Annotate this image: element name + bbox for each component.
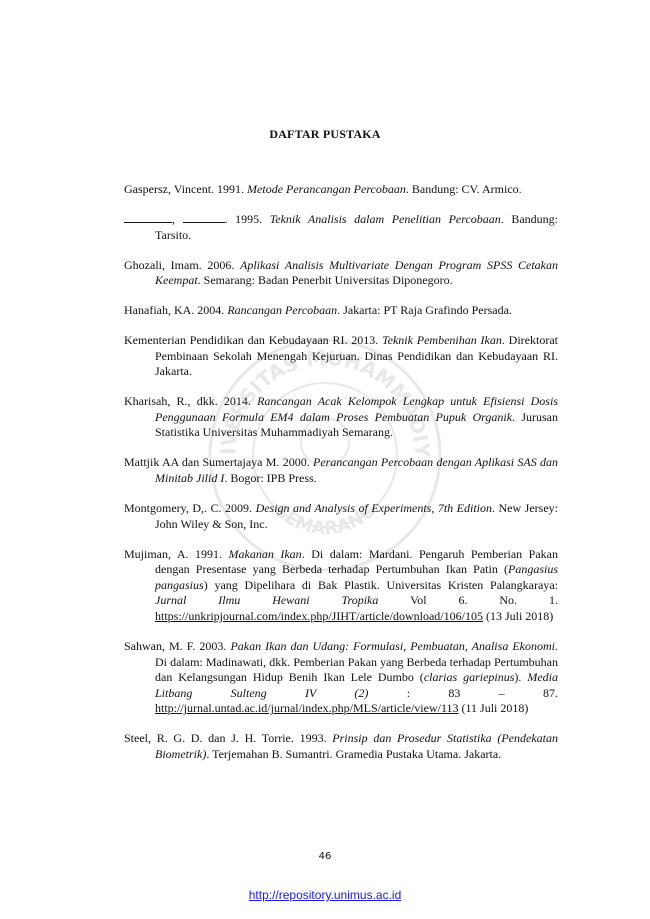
repository-link[interactable]: http://repository.unimus.ac.id — [248, 888, 402, 902]
page-number: 46 — [318, 851, 332, 862]
reference-item: Steel, R. G. D. dan J. H. Torrie. 1993. … — [124, 731, 558, 761]
reference-item: Montgomery, D,. C. 2009. Design and Anal… — [124, 501, 558, 531]
reference-item: , . 1995. Teknik Analisis dalam Peneliti… — [124, 212, 558, 243]
reference-item: Sahwan, M. F. 2003. Pakan Ikan dan Udang… — [124, 638, 559, 716]
reference-item: Mujiman, A. 1991. Makanan Ikan. Di dalam… — [124, 546, 558, 623]
reference-item: Mattjik AA dan Sumertajaya M. 2000. Pera… — [124, 455, 558, 486]
ditto-dash — [182, 213, 225, 223]
reference-item: Gaspersz, Vincent. 1991. Metode Perancan… — [124, 182, 522, 196]
reference-link[interactable]: http://jurnal.untad.ac.id/jurnal/index.p… — [155, 701, 459, 716]
reference-link[interactable]: https://unkripjournal.com/index.php/JIHT… — [155, 609, 483, 623]
page-title: DAFTAR PUSTAKA — [269, 127, 381, 141]
reference-item: Hanafiah, KA. 2004. Rancangan Percobaan.… — [124, 303, 512, 318]
repository-footer: http://repository.unimus.ac.id — [0, 888, 650, 902]
reference-item: Kementerian Pendidikan dan Kebudayaan RI… — [124, 333, 558, 379]
reference-list: Gaspersz, Vincent. 1991. Metode Perancan… — [124, 182, 558, 777]
ditto-dash — [124, 213, 172, 223]
reference-item: Ghozali, Imam. 2006. Aplikasi Analisis M… — [124, 257, 558, 288]
reference-item: Kharisah, R., dkk. 2014. Rancangan Acak … — [124, 394, 558, 440]
